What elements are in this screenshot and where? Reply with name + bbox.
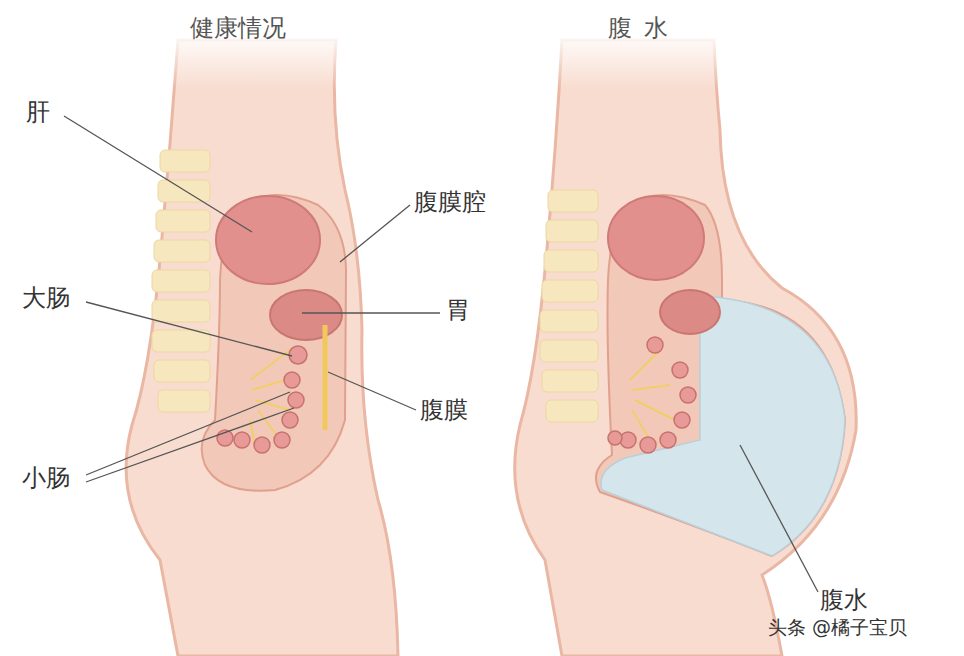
stomach [270, 290, 342, 340]
peritoneum [323, 325, 328, 430]
ascites-fluid [601, 296, 845, 556]
organ-label: 小肠 [22, 464, 70, 493]
intestines [608, 337, 696, 453]
organ-label: 胃 [446, 296, 470, 325]
mesentery [630, 350, 675, 440]
organ-label: 肝 [26, 98, 50, 127]
leader-lines [64, 116, 818, 592]
liver [216, 196, 320, 284]
mesentery [250, 350, 290, 445]
watermark: 头条 @橘子宝贝 [768, 616, 907, 639]
organ-label: 腹水 [820, 586, 868, 615]
spine [152, 150, 210, 412]
liver [608, 196, 704, 280]
panel-heading: 健康情况 [190, 14, 286, 43]
panel-heading: 腹水 [608, 14, 680, 43]
spine [540, 190, 598, 422]
stomach [660, 290, 720, 334]
peritoneal-cavity [596, 195, 845, 556]
peritoneal-cavity [202, 195, 346, 491]
organ-label: 大肠 [22, 284, 70, 313]
organ-label: 腹膜 [420, 396, 468, 425]
organ-label: 腹膜腔 [414, 188, 486, 217]
body-outline [515, 40, 857, 656]
intestines [217, 346, 307, 453]
